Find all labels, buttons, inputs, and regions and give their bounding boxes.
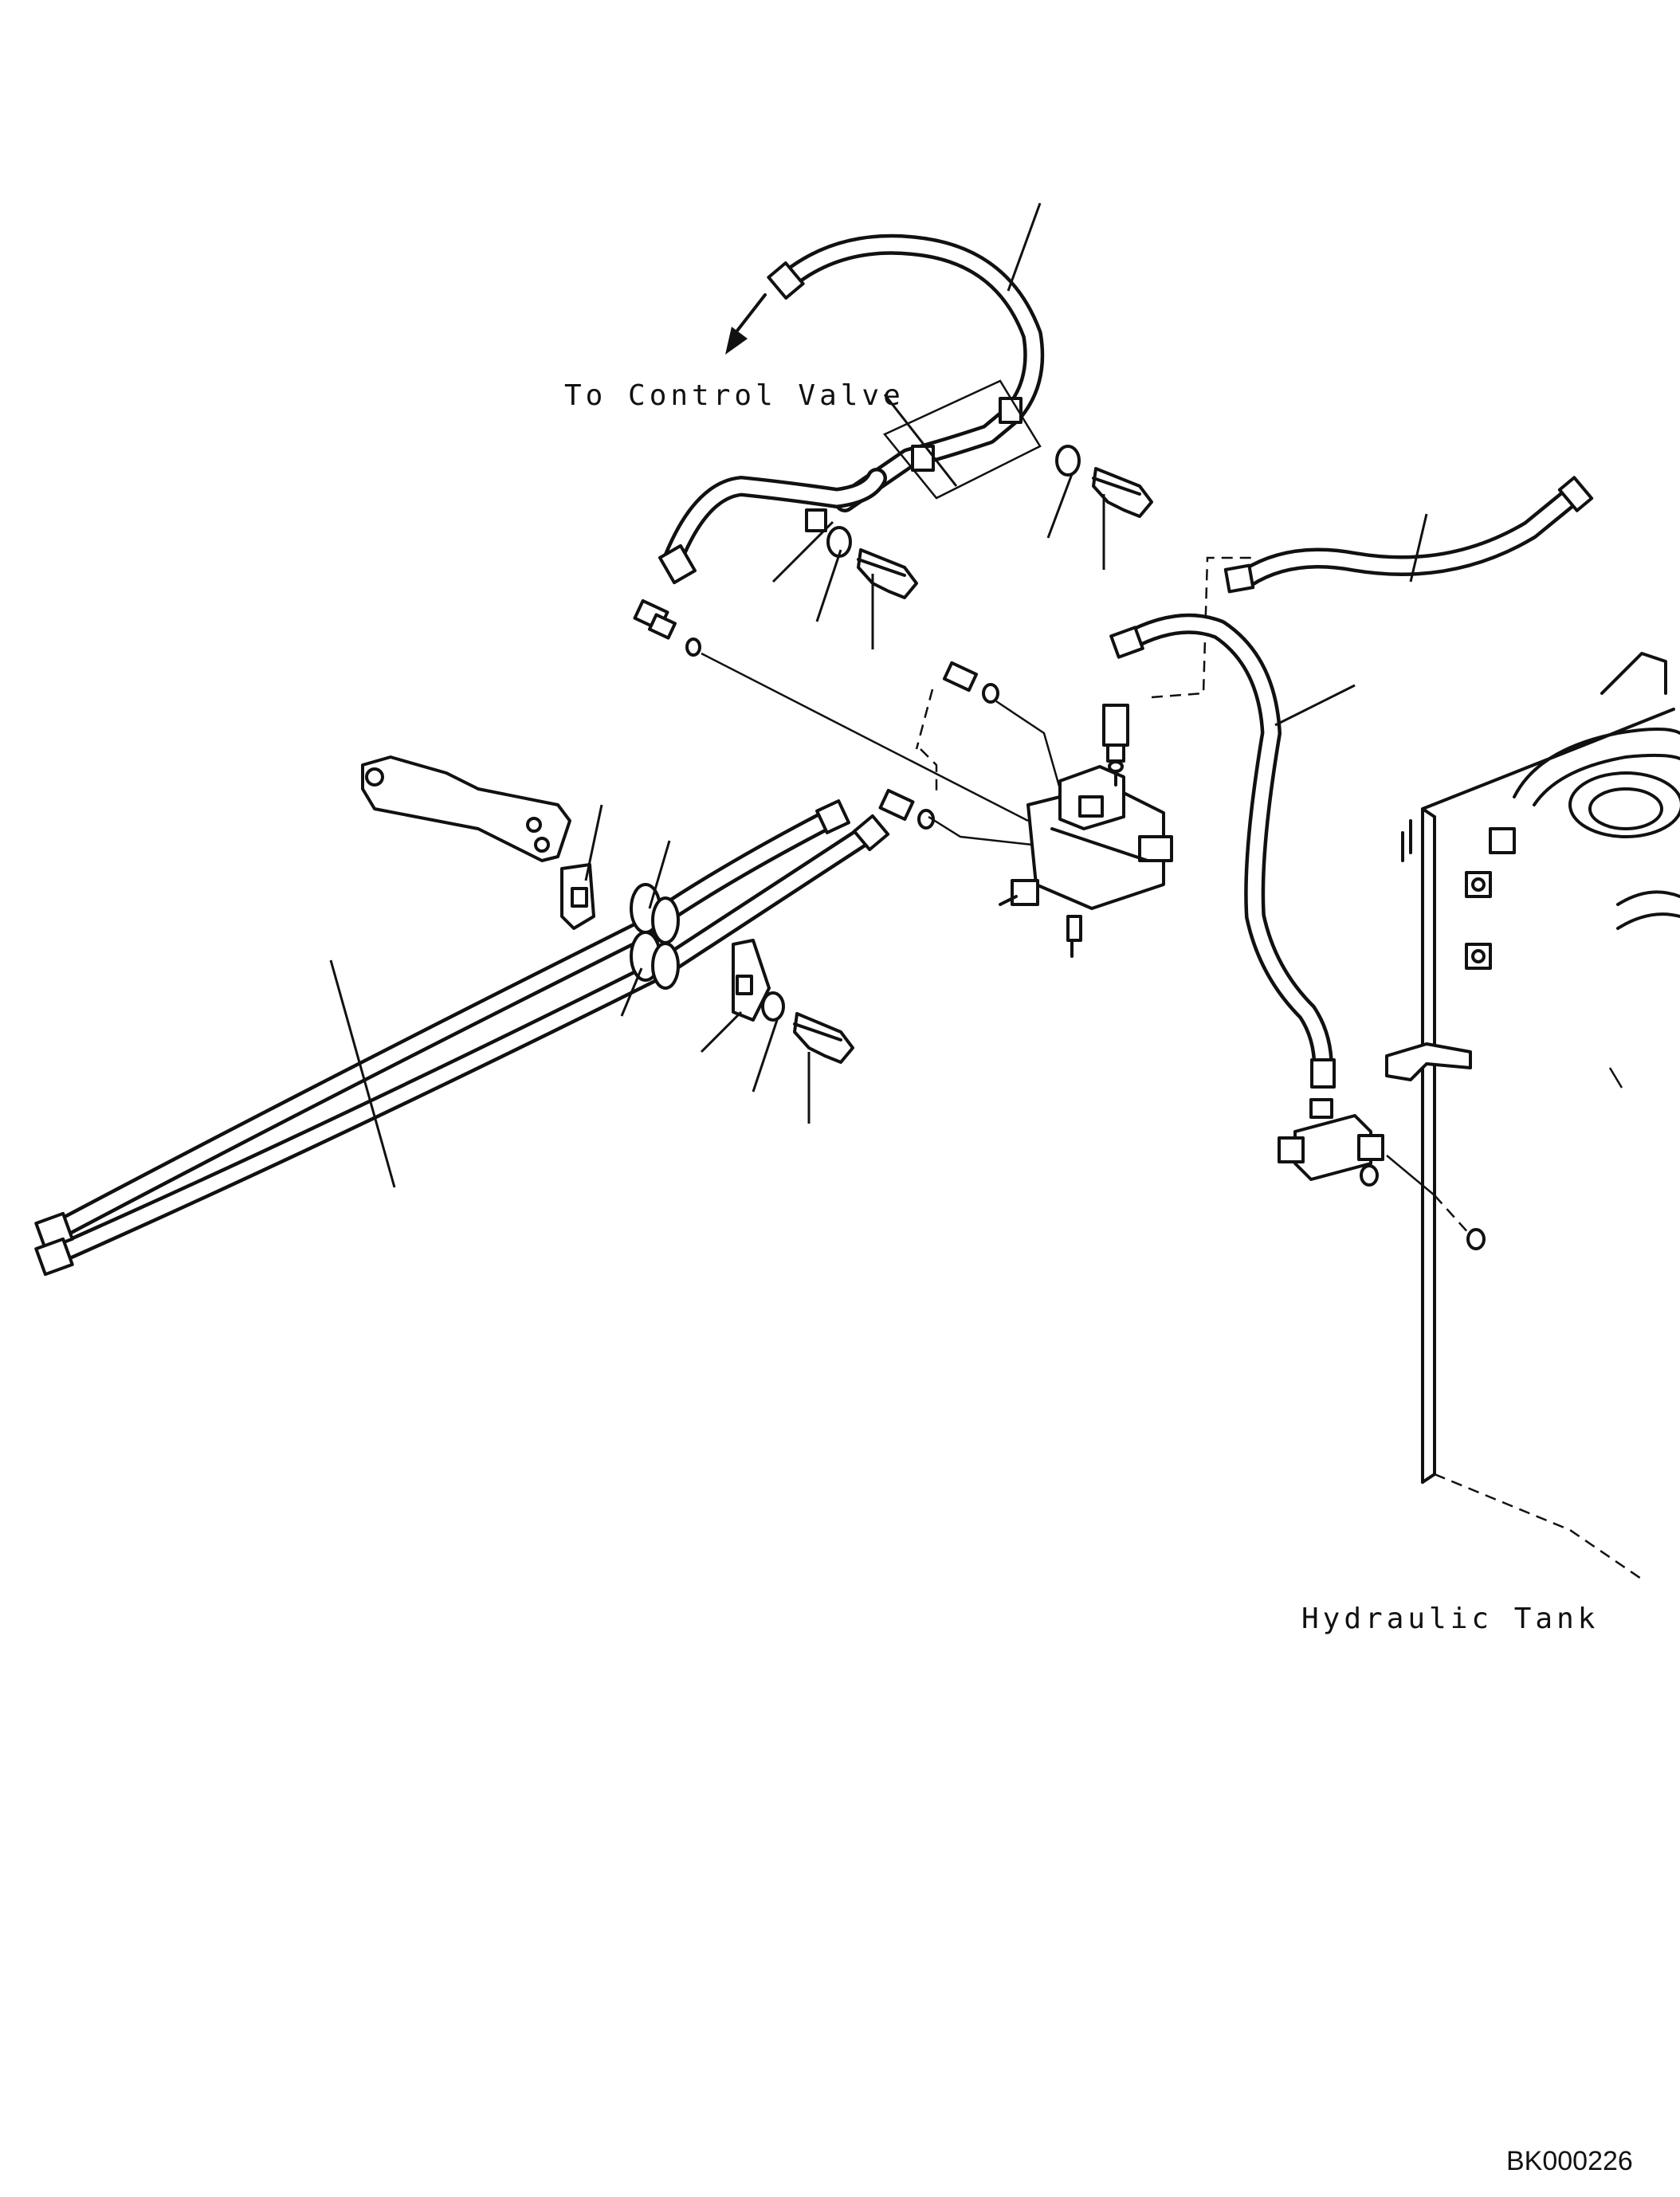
clamp-bracket-outline xyxy=(883,379,1042,500)
lower-bolt-set xyxy=(761,991,854,1064)
hose-clamp-upper xyxy=(560,863,595,930)
hose-grommets xyxy=(630,883,680,990)
leader-clamp-upper xyxy=(584,804,603,881)
to-control-valve-arrow xyxy=(725,293,767,355)
hydraulic-tank xyxy=(1385,652,1680,1583)
lower-left-hoses xyxy=(34,799,890,1277)
leader-washer xyxy=(815,549,842,622)
leader-clamp xyxy=(771,520,834,583)
leader-right-upper-hose xyxy=(1409,513,1428,583)
leader-upper-washer xyxy=(1046,473,1074,539)
vertical-fitting xyxy=(1102,704,1129,787)
right-upper-hose xyxy=(1223,476,1594,594)
hose-clamp-lower xyxy=(732,939,771,1022)
leader-lower-hoses xyxy=(329,959,396,1188)
drawing-code: BK000226 xyxy=(1506,2146,1633,2176)
callout-leaders xyxy=(329,202,1428,1188)
leader-right-long-hose xyxy=(1274,684,1356,727)
tee-fitting xyxy=(1278,1098,1486,1250)
leader-grommet-lower xyxy=(620,967,643,1017)
connection-lines xyxy=(701,556,1251,846)
leader-upper-hose xyxy=(1007,202,1042,292)
leader-lower-washer xyxy=(752,1019,779,1093)
upper-bolt-set xyxy=(826,445,1153,599)
bracket-plate xyxy=(361,755,571,862)
upper-hose-assembly xyxy=(658,233,1045,585)
manifold-fittings xyxy=(878,661,999,830)
leader-grommet-upper xyxy=(648,840,671,909)
hydraulic-tank-label: Hydraulic Tank xyxy=(1301,1603,1599,1635)
leader-clamp-lower xyxy=(700,1010,743,1053)
leader-bracket xyxy=(883,394,958,487)
manifold-block xyxy=(999,765,1173,958)
right-long-hose xyxy=(1109,613,1336,1089)
upper-fitting xyxy=(633,598,701,657)
to-control-valve-label: To Control Valve xyxy=(564,379,905,412)
